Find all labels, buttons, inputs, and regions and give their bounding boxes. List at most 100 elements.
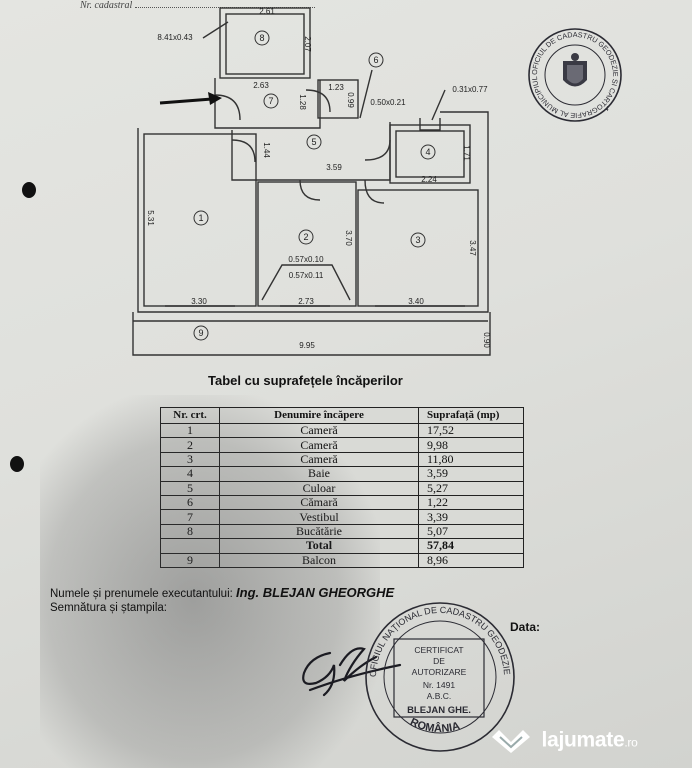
stamp-box-line: CERTIFICAT: [414, 645, 463, 655]
leader-6: [359, 69, 373, 119]
stamp-inner-box: [393, 638, 485, 718]
room-number-9: 9: [198, 328, 203, 338]
door-arc-6: [305, 89, 331, 113]
room-3-outline: [357, 189, 479, 307]
stamp-box-line: DE: [433, 656, 445, 666]
stamp-country: ROMÂNIA: [408, 716, 461, 735]
room-number-5: 5: [311, 137, 316, 147]
dim-label: 0.57x0.10: [288, 255, 324, 264]
room-number-7: 7: [268, 96, 273, 106]
room-2-niche: [261, 264, 351, 301]
leader-shaft: [431, 89, 446, 121]
coat-of-arms-icon: [563, 53, 587, 87]
door-arc-7: [214, 94, 241, 121]
dim-label: 5.31: [146, 210, 155, 226]
cell-nr: 7: [160, 509, 220, 525]
floor-plan: 8 7 6 5 4 1 2 3 9 8.41x0.43 2.61 2.07 2.…: [132, 7, 491, 356]
table-header-row: Nr. crt. Denumire încăpere Suprafață (mp…: [160, 407, 524, 424]
entrance-arrow-icon: [159, 92, 222, 105]
col-header-name: Denumire încăpere: [219, 407, 419, 424]
leader-8: [202, 21, 229, 39]
room-number-4: 4: [425, 147, 430, 157]
cell-name: Culoar: [219, 480, 419, 496]
dim-label: 9.95: [299, 341, 315, 350]
door-arc-3: [364, 179, 385, 204]
room-number-circle-7: [263, 93, 279, 109]
dim-label: 1.44: [262, 142, 271, 158]
room-number-6: 6: [373, 55, 378, 65]
total-label: Total: [219, 538, 419, 554]
balcony-outline: [132, 312, 491, 356]
dim-label: 2.24: [421, 175, 437, 184]
watermark-brand: lajumate: [541, 728, 625, 752]
cell-area: 3,59: [418, 466, 524, 482]
heart-logo-icon: [492, 730, 530, 753]
room-number-circle-2: [298, 229, 314, 245]
cell-area: 3,39: [418, 509, 524, 525]
cell-area: 11,80: [418, 451, 524, 468]
total-value: 57,84: [418, 538, 524, 554]
room-number-1: 1: [198, 213, 203, 223]
cell-nr: 6: [160, 494, 220, 511]
handwritten-signature: [302, 647, 402, 697]
dim-label: 2.73: [298, 297, 314, 306]
stamp-top-number: 4: [605, 105, 609, 113]
dim-label: 0.57x0.11: [289, 271, 324, 280]
room-number-circle-3: [410, 232, 426, 248]
col-header-area: Suprafață (mp): [418, 407, 524, 424]
dim-label: 0.90: [482, 332, 491, 348]
cell-nr: 9: [160, 552, 220, 568]
room-number-circle-5: [306, 134, 322, 150]
table-title: Tabel cu suprafețele încăperilor: [208, 373, 403, 388]
dim-label: 0.50x0.21: [370, 98, 406, 107]
cell-name: Balcon: [219, 552, 419, 568]
executant-line: Numele și prenumele executantului: Ing. …: [50, 585, 394, 600]
executant-label: Numele și prenumele executantului:: [50, 588, 233, 600]
room-number-circle-1: [193, 210, 209, 226]
cell-nr: 4: [160, 466, 220, 482]
outer-wall: [137, 111, 489, 313]
room-6-outline: [317, 79, 359, 119]
cadastral-label: Nr. cadastral: [80, 0, 133, 11]
site-watermark: lajumate.ro: [490, 728, 638, 754]
room-7-outline: [214, 78, 321, 129]
cell-area: 5,07: [418, 523, 524, 540]
dim-label: 2.61: [259, 7, 275, 16]
stamp-box-line: Nr. 1491: [423, 680, 455, 690]
dim-label: 3.47: [468, 240, 477, 256]
signature-label: Semnătura și ștampila:: [50, 602, 167, 614]
punch-hole-bottom: [10, 456, 24, 472]
stamp-ocpi-top: OFICIUL DE CADASTRU GEODEZIE SI CARTOGRA…: [525, 25, 622, 122]
room-4-outline: [389, 124, 471, 184]
stamp-certification: OFICIUL NAȚIONAL DE CADASTRU GEODEZIE ȘI…: [360, 595, 515, 752]
cell-area: 9,98: [418, 437, 524, 453]
dim-label: 3.70: [344, 230, 353, 246]
room-8-inner: [225, 13, 305, 75]
cell-name: Baie: [219, 466, 419, 482]
room-number-2: 2: [303, 232, 308, 242]
door-arc-5a: [231, 139, 256, 163]
cell-area: 17,52: [418, 422, 524, 439]
cell-name: Cameră: [219, 422, 419, 439]
cell-nr: 2: [160, 437, 220, 453]
room-number-circle-6: [368, 52, 384, 68]
watermark-tld: .ro: [624, 735, 638, 750]
dim-label: 0.99: [346, 92, 355, 108]
cell-nr: 1: [160, 422, 220, 439]
cell-area: 8,96: [418, 552, 524, 568]
cell-nr: 3: [160, 451, 220, 468]
dim-label: 0.31x0.77: [452, 85, 488, 94]
cell-name: Cameră: [219, 437, 419, 453]
room-number-3: 3: [415, 235, 420, 245]
room-4-shaft: [419, 118, 441, 131]
room-area-table: Nr. crt. Denumire încăpere Suprafață (mp…: [160, 407, 524, 568]
cell-nr: 8: [160, 523, 220, 540]
dim-label: 3.40: [408, 297, 424, 306]
